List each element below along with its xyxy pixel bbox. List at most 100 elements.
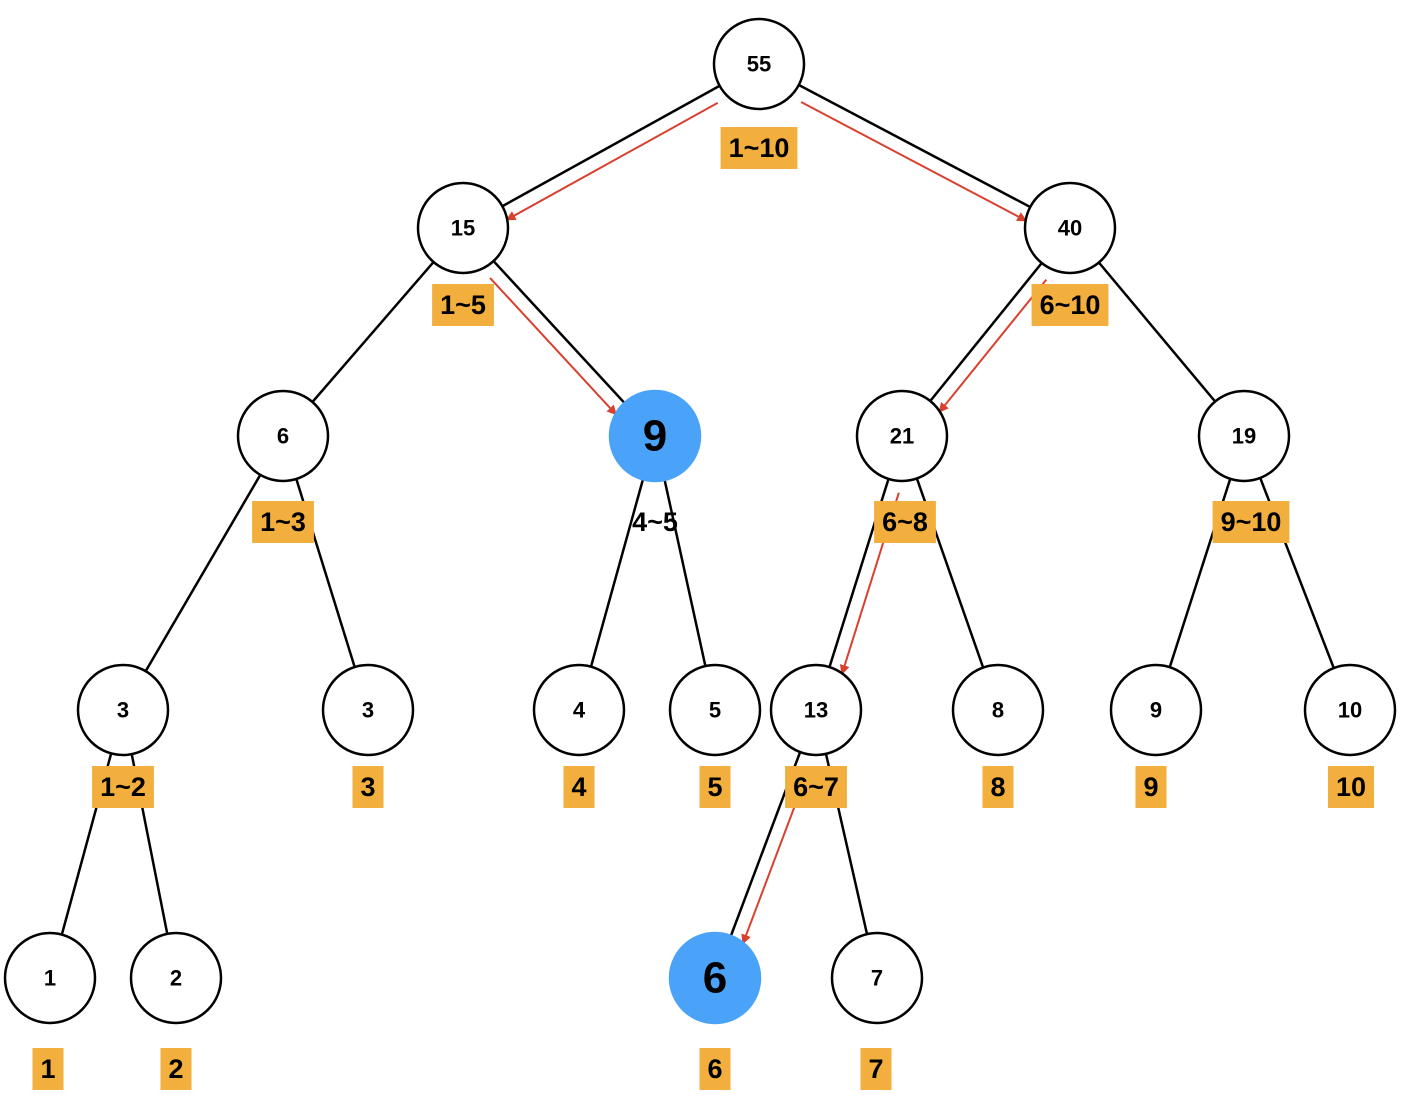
node-value: 19	[1232, 424, 1256, 449]
tree-edge	[1242, 435, 1352, 711]
range-label-text: 9~10	[1221, 507, 1282, 537]
tree-edge	[653, 435, 717, 711]
range-label: 6~10	[1031, 284, 1109, 326]
range-label-text: 6~8	[882, 507, 928, 537]
range-label-text: 2	[168, 1054, 183, 1084]
node-circle	[608, 389, 702, 483]
range-label-text: 4	[571, 772, 586, 802]
node-circle	[1023, 181, 1117, 275]
range-label-text: 8	[990, 772, 1005, 802]
range-label-text: 1~2	[100, 772, 146, 802]
node-circle	[236, 389, 330, 483]
range-label: 8	[982, 766, 1014, 808]
range-label-text: 1~10	[729, 133, 790, 163]
range-label-background	[1031, 284, 1109, 326]
tree-node: 5	[668, 663, 762, 757]
range-label-background	[874, 501, 936, 543]
range-label-background	[1212, 501, 1290, 543]
node-value: 3	[362, 698, 374, 723]
tree-edge	[577, 435, 657, 711]
range-label-text: 4~5	[632, 507, 678, 537]
tree-node: 19	[1197, 389, 1291, 483]
node-circle	[129, 931, 223, 1025]
range-label: 7	[860, 1048, 892, 1090]
range-label-background	[252, 501, 314, 543]
range-label-text: 7	[868, 1054, 883, 1084]
tree-edge	[1154, 435, 1246, 711]
range-label: 2	[160, 1048, 192, 1090]
node-circle	[951, 663, 1045, 757]
range-label-text: 6~7	[793, 772, 839, 802]
tree-node: 7	[830, 931, 924, 1025]
range-label: 1	[32, 1048, 64, 1090]
range-label-background	[1327, 766, 1375, 808]
node-value: 15	[451, 216, 475, 241]
range-label: 9~10	[1212, 501, 1290, 543]
node-circle	[712, 17, 806, 111]
range-label-background	[860, 1048, 892, 1090]
node-circle	[1303, 663, 1397, 757]
node-value: 13	[804, 698, 828, 723]
range-label: 6~7	[785, 766, 847, 808]
range-label: 1~5	[432, 284, 494, 326]
node-circle	[769, 663, 863, 757]
query-path-arrow	[489, 277, 617, 416]
range-label-text: 3	[360, 772, 375, 802]
node-value: 8	[992, 698, 1004, 723]
range-label-background	[32, 1048, 64, 1090]
tree-edge	[121, 435, 285, 711]
range-label-text: 1~3	[260, 507, 306, 537]
range-label-background	[720, 127, 798, 169]
node-value: 9	[1150, 698, 1162, 723]
range-label-text: 6	[707, 1054, 722, 1084]
range-label: 4~5	[632, 507, 678, 537]
tree-node: 2	[129, 931, 223, 1025]
node-value: 2	[170, 966, 182, 991]
range-label-background	[699, 766, 731, 808]
range-label: 10	[1327, 766, 1375, 808]
range-label-background	[1135, 766, 1167, 808]
tree-node: 13	[769, 663, 863, 757]
node-circle	[321, 663, 415, 757]
node-value: 6	[277, 424, 289, 449]
range-label: 1~10	[720, 127, 798, 169]
range-label: 5	[699, 766, 731, 808]
tree-node: 40	[1023, 181, 1117, 275]
range-label-text: 6~10	[1040, 290, 1101, 320]
range-label-text: 1~5	[440, 290, 486, 320]
node-circle	[855, 389, 949, 483]
query-path-arrow	[505, 102, 719, 221]
range-label-text: 9	[1143, 772, 1158, 802]
tree-node: 3	[76, 663, 170, 757]
tree-node: 1	[3, 931, 97, 1025]
range-label-layer: 1~10 1~5 6~10 1~3 4~5 6~8 9~10 1~2 3 4 5 6~7 8 9 10 1 2 6…	[32, 127, 1375, 1090]
node-circle	[1197, 389, 1291, 483]
range-label-background	[785, 766, 847, 808]
tree-node: 55	[712, 17, 806, 111]
node-value: 3	[117, 698, 129, 723]
range-label-background	[352, 766, 384, 808]
range-label: 4	[563, 766, 595, 808]
range-label-background	[92, 766, 154, 808]
node-value: 10	[1338, 698, 1362, 723]
range-label-background	[699, 1048, 731, 1090]
node-value: 7	[871, 966, 883, 991]
range-label-text: 10	[1336, 772, 1366, 802]
node-circle	[532, 663, 626, 757]
range-label-text: 5	[707, 772, 722, 802]
node-circle	[830, 931, 924, 1025]
range-label: 1~2	[92, 766, 154, 808]
query-path-arrow	[938, 278, 1048, 413]
tree-node: 4	[532, 663, 626, 757]
node-circle	[76, 663, 170, 757]
tree-edge	[900, 435, 1000, 711]
tree-edge	[48, 709, 125, 979]
node-value: 9	[643, 412, 667, 461]
node-value: 21	[890, 424, 914, 449]
range-label-background	[563, 766, 595, 808]
range-label-background	[160, 1048, 192, 1090]
node-circle	[1109, 663, 1203, 757]
node-value: 5	[709, 698, 721, 723]
node-value: 1	[44, 966, 56, 991]
